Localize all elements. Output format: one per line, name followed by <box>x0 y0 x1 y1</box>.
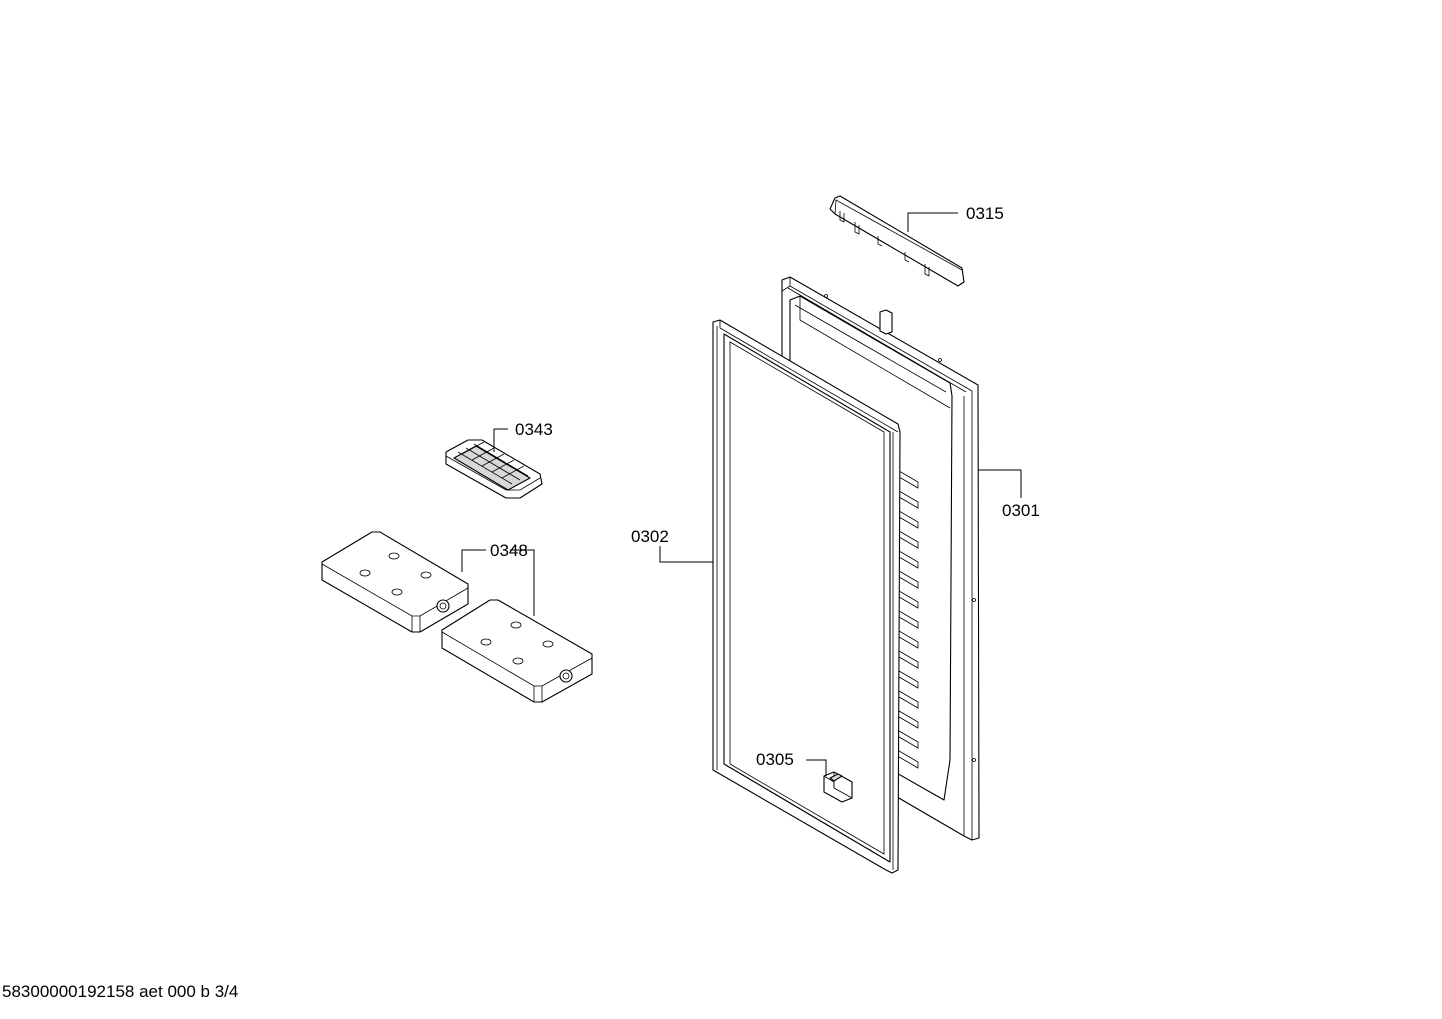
label-0302: 0302 <box>631 527 669 546</box>
label-0301: 0301 <box>1002 501 1040 520</box>
leader-0315 <box>907 212 958 232</box>
leader-lines <box>461 212 1022 776</box>
part-0302-gasket[interactable] <box>712 319 901 874</box>
leader-0348 <box>461 549 486 572</box>
leader-0348b <box>510 549 535 616</box>
label-0348: 0348 <box>490 541 528 560</box>
part-0348-cool-pack-lower[interactable] <box>441 599 593 703</box>
part-0315-trim[interactable] <box>829 195 965 287</box>
leader-0302 <box>659 546 713 563</box>
drawing-reference: 58300000192158 aet 000 b 3/4 <box>2 982 239 1001</box>
ice-tray-cells <box>457 441 529 485</box>
label-0315: 0315 <box>966 204 1004 223</box>
leader-0343 <box>493 428 508 452</box>
part-0305-bracket[interactable] <box>823 771 853 803</box>
leader-0305 <box>806 759 827 776</box>
part-0343-ice-tray[interactable] <box>445 439 543 499</box>
leader-0301 <box>978 469 1022 498</box>
label-0343: 0343 <box>515 420 553 439</box>
label-0305: 0305 <box>756 750 794 769</box>
part-0348-cool-pack-upper[interactable] <box>321 531 469 633</box>
